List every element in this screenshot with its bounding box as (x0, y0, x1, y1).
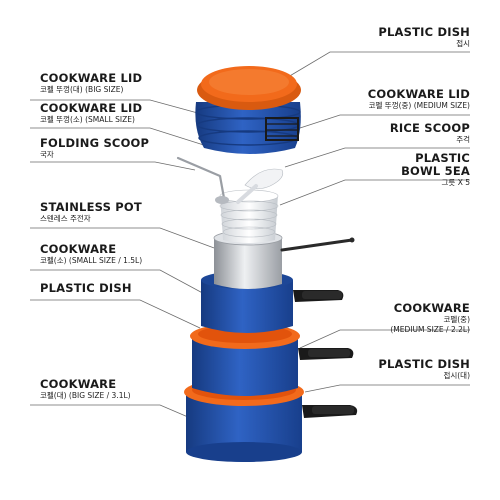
callout-cookware-small: COOKWARE 코펠(소) (SMALL SIZE / 1.5L) (40, 243, 142, 266)
callout-subtitle-line2: (MEDIUM SIZE / 2.2L) (390, 325, 470, 334)
leader-cookware-big (30, 404, 196, 421)
callout-title: COOKWARE (40, 242, 117, 256)
leader-lid-medium (299, 114, 470, 129)
callout-plastic-dish-top: PLASTIC DISH 접시 (378, 26, 470, 49)
callout-stainless-pot: STAINLESS POT 스텐레스 주전자 (40, 201, 142, 224)
leader-plastic-bowl (279, 179, 470, 206)
callout-title: COOKWARE LID (40, 101, 143, 115)
callout-cookware-big: COOKWARE 코펠(대) (BIG SIZE / 3.1L) (40, 378, 131, 401)
leader-plastic-dish-mid (30, 299, 201, 329)
cookware-medium (192, 338, 354, 396)
callout-subtitle: 주걱 (456, 135, 470, 144)
callout-subtitle: 접시 (456, 39, 470, 48)
callout-title: FOLDING SCOOP (40, 136, 150, 150)
callout-subtitle: 코펠(중) (443, 315, 470, 324)
callout-title: PLASTIC DISH (378, 25, 470, 39)
callout-lid-small: COOKWARE LID 코펠 뚜껑(소) (SMALL SIZE) (40, 102, 142, 125)
callout-title: RICE SCOOP (389, 121, 470, 135)
plastic-dish-top (197, 66, 301, 110)
callout-title: COOKWARE LID (367, 87, 470, 101)
plastic-bowls (219, 189, 279, 243)
leader-stainless-pot (30, 227, 226, 253)
callout-subtitle: 코펠 뚜껑(대) (BIG SIZE) (40, 85, 124, 94)
leader-rice-scoop (284, 147, 470, 168)
callout-subtitle: 국자 (40, 150, 54, 159)
callout-title-line2: BOWL 5EA (401, 164, 470, 178)
leader-lid-big (30, 99, 206, 116)
callout-title: STAINLESS POT (40, 200, 142, 214)
leader-cookware-medium (299, 329, 470, 349)
callout-subtitle: 그릇 X 5 (441, 178, 470, 187)
leader-lid-small (30, 127, 211, 148)
cookware-big (186, 392, 358, 462)
callout-title: COOKWARE LID (40, 71, 143, 85)
callout-cookware-medium: COOKWARE 코펠(중) (MEDIUM SIZE / 2.2L) (390, 302, 470, 335)
callout-subtitle: 코펠 뚜껑(소) (SMALL SIZE) (40, 115, 135, 124)
callout-title: COOKWARE (40, 377, 117, 391)
leader-lines (30, 51, 470, 421)
leader-cookware-small (30, 269, 211, 298)
callout-subtitle: 코펠 뚜껑(중) (MEDIUM SIZE) (368, 101, 470, 110)
callout-title: PLASTIC DISH (378, 357, 470, 371)
leader-plastic-dish-big (304, 384, 470, 393)
leader-plastic-dish-top (287, 51, 470, 78)
callout-lid-medium: COOKWARE LID 코펠 뚜껑(중) (MEDIUM SIZE) (368, 88, 470, 111)
callout-plastic-bowl: PLASTIC BOWL 5EA 그릇 X 5 (401, 152, 470, 188)
callout-title: PLASTIC DISH (40, 281, 132, 295)
rice-scoop (236, 168, 284, 204)
callout-plastic-dish-mid: PLASTIC DISH (40, 282, 132, 295)
callout-rice-scoop: RICE SCOOP 주걱 (390, 122, 470, 145)
callout-subtitle: 스텐레스 주전자 (40, 214, 91, 223)
callout-subtitle: 접시(대) (443, 371, 470, 380)
callout-title: COOKWARE (393, 301, 470, 315)
callout-title: PLASTIC (415, 151, 470, 165)
leader-folding-scoop (30, 161, 196, 171)
callout-lid-big: COOKWARE LID 코펠 뚜껑(대) (BIG SIZE) (40, 72, 142, 95)
folding-scoop (176, 156, 229, 204)
callout-plastic-dish-big: PLASTIC DISH 접시(대) (378, 358, 470, 381)
callout-subtitle: 코펠(대) (BIG SIZE / 3.1L) (40, 391, 131, 400)
callout-subtitle: 코펠(소) (SMALL SIZE / 1.5L) (40, 256, 143, 265)
callout-folding-scoop: FOLDING SCOOP 국자 (40, 137, 149, 160)
